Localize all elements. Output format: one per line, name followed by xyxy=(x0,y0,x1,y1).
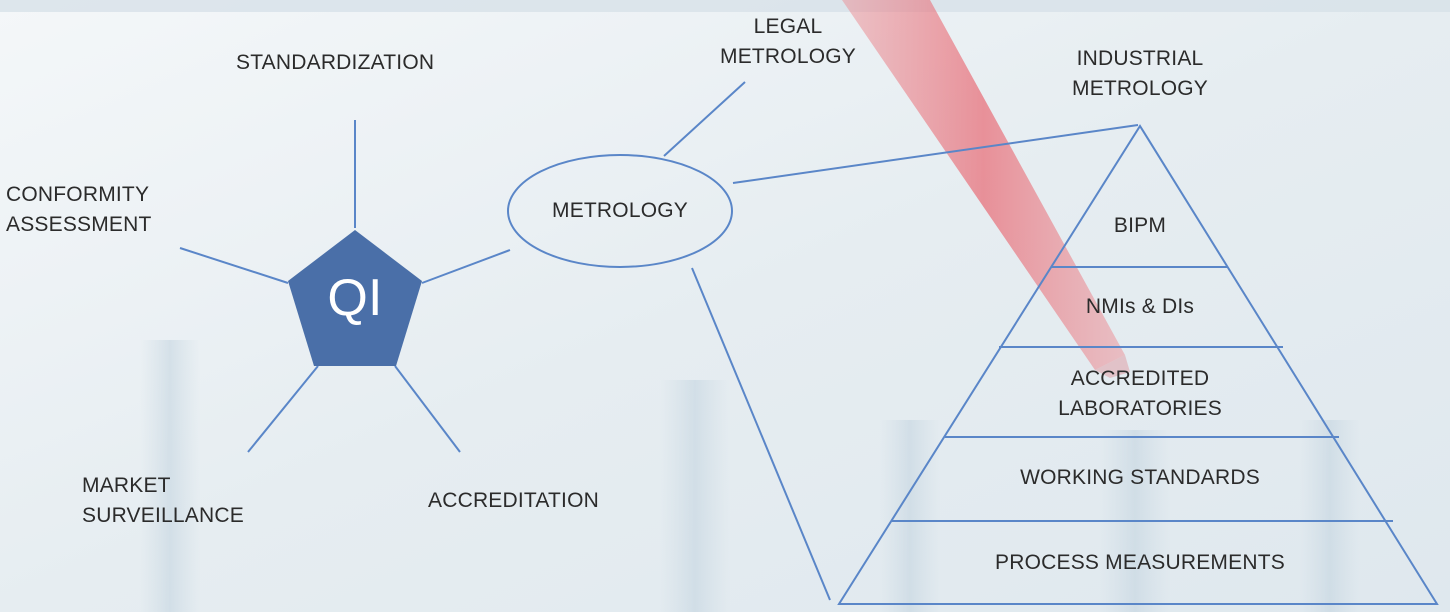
top-band xyxy=(0,0,1450,12)
qi-hub-label: QI xyxy=(327,269,383,327)
link-legal-metrology xyxy=(663,81,746,157)
metrology-links xyxy=(663,81,1139,601)
standardization-label: STANDARDIZATION xyxy=(236,51,435,74)
metrology-label: METROLOGY xyxy=(552,199,688,222)
link-industrial-metrology xyxy=(732,124,1139,184)
accreditation-label: ACCREDITATION xyxy=(428,489,599,512)
pyramid-level-nmis-dis: NMIs & DIs xyxy=(1085,295,1195,318)
spoke-accreditation xyxy=(394,365,461,453)
bg-tube xyxy=(660,380,730,612)
bg-tube xyxy=(1300,420,1360,612)
pyramid-level-working-standards: WORKING STANDARDS xyxy=(1020,466,1260,489)
spoke-market-surveillance xyxy=(247,365,319,453)
market-surveillance-label: MARKET SURVEILLANCE xyxy=(82,474,244,527)
pipette-illustration xyxy=(842,0,1130,378)
metrology-pyramid xyxy=(837,124,1439,605)
pyramid-level-accredited-laboratories: ACCREDITED LABORATORIES xyxy=(1058,367,1222,420)
pyramid-level-bipm: BIPM xyxy=(1113,214,1167,237)
bg-tube xyxy=(880,420,940,612)
spoke-metrology xyxy=(421,249,511,284)
pyramid-outline xyxy=(837,124,1439,605)
qi-spokes xyxy=(179,120,511,453)
conformity-assessment-label: CONFORMITY ASSESSMENT xyxy=(6,183,152,236)
metrology-ellipse xyxy=(507,154,733,268)
legal-metrology-label: LEGAL METROLOGY xyxy=(720,15,856,68)
bg-tube xyxy=(140,340,200,612)
pyramid-level-process-measurements: PROCESS MEASUREMENTS xyxy=(995,551,1285,574)
industrial-metrology-label: INDUSTRIAL METROLOGY xyxy=(1072,47,1208,100)
spoke-conformity-assessment xyxy=(179,247,289,284)
link-pyramid-bottom xyxy=(691,267,831,601)
qi-hub-pentagon xyxy=(288,230,422,366)
